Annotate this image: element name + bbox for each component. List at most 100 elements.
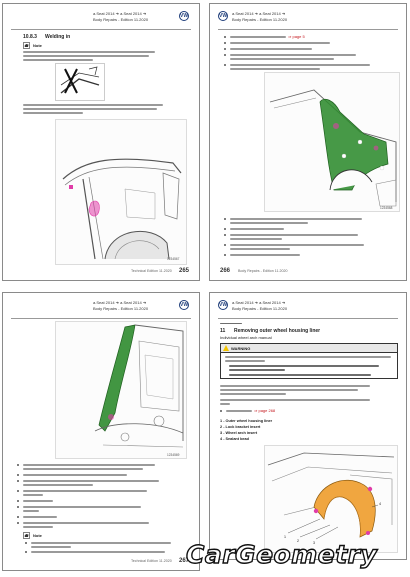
rear-body-figure: 1234567	[55, 119, 187, 265]
bullet	[17, 480, 19, 482]
text-line	[23, 112, 83, 114]
watermark-text: CarGeometry	[185, 539, 378, 569]
text-line	[23, 55, 149, 57]
text-line	[230, 244, 364, 246]
text-line	[23, 474, 127, 476]
warning-title: WARNING	[231, 345, 251, 351]
text-line	[23, 59, 93, 61]
text-line	[23, 522, 149, 524]
text-line	[23, 51, 155, 53]
text-line	[23, 104, 163, 106]
vw-logo-icon: VW	[179, 300, 189, 310]
rear-interior-figure: 1234569	[55, 321, 187, 459]
bullet	[17, 506, 19, 508]
parts-list-item: 2 - Lock bracket insert	[220, 425, 261, 429]
text-line	[230, 48, 312, 50]
text-line	[23, 506, 141, 508]
text-line	[220, 385, 370, 387]
note-label: Note	[33, 43, 42, 48]
cargeometry-watermark: CarGeometry	[185, 539, 408, 574]
page-header: a.Seat 2014 ➜ a.Seat 2014 ➜ Body Repairs…	[3, 293, 199, 317]
text-line	[226, 410, 252, 412]
text-line	[230, 238, 282, 240]
text-line	[230, 218, 362, 220]
note-hand-icon	[23, 532, 30, 539]
text-line	[229, 369, 285, 371]
text-line	[23, 468, 143, 470]
text-line	[31, 546, 71, 548]
text-line	[230, 64, 370, 66]
bullet	[17, 490, 19, 492]
figure-id: 1234567	[167, 257, 180, 261]
text-line	[23, 480, 159, 482]
wheel-housing-liner-figure: 1 2 3 4	[264, 445, 398, 553]
bullet	[224, 234, 226, 236]
header-model: a.Seat 2014 ➜ a.Seat 2014 ➜	[93, 11, 147, 16]
header-edition: Body Repairs - Edition 11.2020	[232, 17, 288, 22]
weld-seam-diagram	[55, 63, 105, 101]
header-rule	[218, 29, 398, 30]
callout-1: 1	[284, 535, 286, 539]
bullet	[17, 500, 19, 502]
text-line	[225, 356, 391, 358]
page-header: VW a.Seat 2014 ➜ a.Seat 2014 ➜ Body Repa…	[210, 293, 406, 317]
text-line	[230, 222, 308, 224]
text-line	[23, 516, 57, 518]
text-line	[230, 254, 300, 256]
header-edition: Body Repairs - Edition 11.2020	[93, 306, 149, 311]
text-line	[230, 228, 284, 230]
section-title: Removing outer wheel housing liner	[234, 328, 321, 334]
text-line	[220, 403, 230, 405]
manual-page-265: a.Seat 2014 ➜ a.Seat 2014 ➜ Body Repairs…	[2, 3, 200, 281]
header-rule	[11, 318, 191, 319]
text-line	[220, 393, 286, 395]
bullet	[220, 410, 222, 412]
page-header: VW a.Seat 2014 ➜ a.Seat 2014 ➜ Body Repa…	[210, 4, 406, 28]
parts-list: 1 - Outer wheel housing liner 2 - Lock b…	[220, 419, 300, 459]
callout-2: 2	[297, 539, 299, 543]
bullet	[25, 551, 27, 553]
bullet	[224, 64, 226, 66]
section-number: 11	[220, 328, 226, 334]
page-link[interactable]: ⇒ page 268	[254, 408, 276, 413]
bullet	[17, 464, 19, 466]
bullet	[224, 244, 226, 246]
bullet	[224, 218, 226, 220]
header-edition: Body Repairs - Edition 11.2020	[232, 306, 288, 311]
figure-id: 1234568	[380, 206, 393, 210]
section-subtitle: Individual wheel arch manual	[220, 335, 272, 340]
header-edition: Body Repairs - Edition 11.2020	[93, 17, 149, 22]
text-line	[229, 374, 371, 376]
header-model: a.Seat 2014 ➜ a.Seat 2014 ➜	[232, 11, 286, 16]
parts-list-item: 4 - Sealant bead	[220, 437, 249, 441]
vw-logo-icon: VW	[218, 300, 228, 310]
warning-box: WARNING	[220, 343, 398, 379]
vw-logo-icon: VW	[218, 11, 228, 21]
header-model: a.Seat 2014 ➜ a.Seat 2014 ➜	[93, 300, 147, 305]
callout-4: 4	[379, 502, 381, 506]
text-line	[23, 494, 43, 496]
page-number: 267	[179, 558, 190, 564]
manual-page-268: VW a.Seat 2014 ➜ a.Seat 2014 ➜ Body Repa…	[209, 292, 407, 560]
text-line	[23, 500, 53, 502]
header-rule	[218, 318, 398, 319]
text-line	[230, 42, 330, 44]
bullet	[224, 36, 226, 38]
note-label: Note	[33, 533, 42, 538]
note-hand-icon	[23, 42, 30, 49]
text-line	[230, 248, 290, 250]
page-footer: Technical Edition 11.2020	[131, 559, 172, 563]
text-line	[23, 464, 155, 466]
text-line	[23, 490, 147, 492]
manual-page-266: VW a.Seat 2014 ➜ a.Seat 2014 ➜ Body Repa…	[209, 3, 407, 281]
warning-triangle-icon	[223, 345, 229, 351]
page-link[interactable]: ⇒ page 5	[288, 34, 305, 39]
text-line	[225, 360, 265, 362]
manual-page-267: a.Seat 2014 ➜ a.Seat 2014 ➜ Body Repairs…	[2, 292, 200, 571]
text-line	[230, 58, 334, 60]
callout-3: 3	[313, 541, 315, 545]
header-rule	[11, 29, 191, 30]
bullet	[25, 542, 27, 544]
text-line	[31, 551, 165, 553]
